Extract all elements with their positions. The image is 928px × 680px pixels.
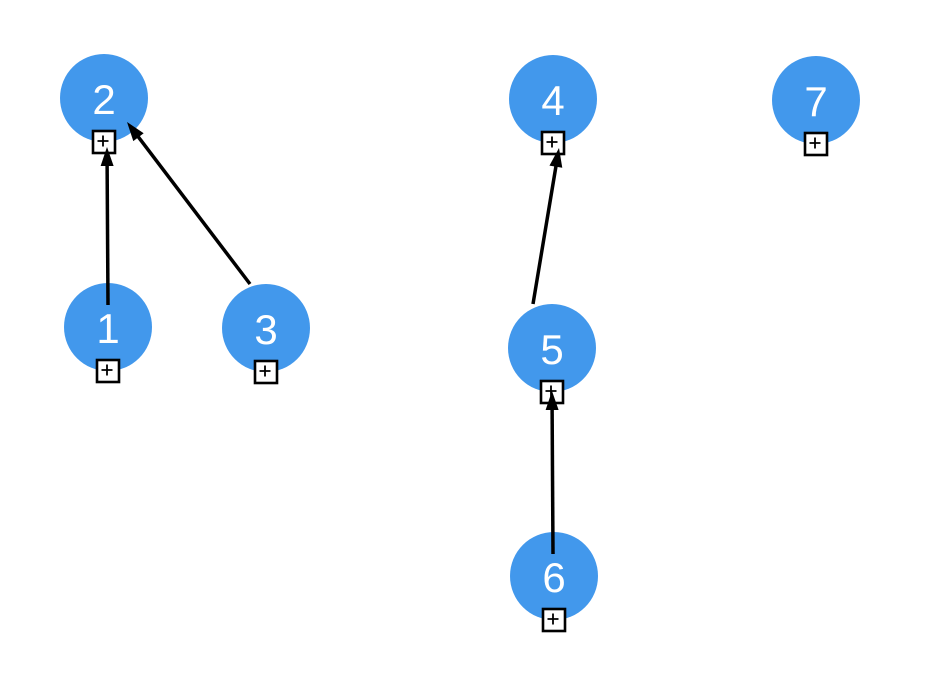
plus-icon (97, 135, 109, 147)
graph-node-3[interactable]: 3 (222, 284, 310, 385)
expand-button-box[interactable] (540, 130, 566, 156)
nodes-layer: 1 2 3 4 5 6 7 (60, 54, 860, 633)
expand-button-node-7[interactable] (803, 131, 829, 157)
graph-node-5[interactable]: 5 (508, 304, 596, 405)
node-circle[interactable] (222, 284, 310, 372)
arrowhead-icon (127, 122, 144, 142)
expand-button-box[interactable] (253, 359, 279, 385)
node-circle[interactable] (772, 56, 860, 144)
node-label: 1 (96, 305, 119, 352)
node-circle[interactable] (60, 54, 148, 142)
graph-node-6[interactable]: 6 (510, 532, 598, 633)
arrowhead-icon (549, 148, 563, 168)
plus-icon (259, 365, 271, 377)
edge-line (134, 132, 252, 286)
node-circle[interactable] (509, 55, 597, 143)
node-label: 3 (254, 306, 277, 353)
graph-edge-3-to-2 (127, 122, 252, 286)
graph-edge-6-to-5 (545, 391, 559, 555)
arrowhead-icon (545, 391, 559, 411)
node-circle[interactable] (64, 283, 152, 371)
graph-node-2[interactable]: 2 (60, 54, 148, 155)
expand-button-node-4[interactable] (540, 130, 566, 156)
expand-button-box[interactable] (91, 129, 117, 155)
graph-node-4[interactable]: 4 (509, 55, 597, 156)
graph-node-1[interactable]: 1 (64, 283, 152, 384)
expand-button-node-1[interactable] (95, 358, 121, 384)
node-label: 2 (92, 76, 115, 123)
plus-icon (809, 137, 821, 149)
edge-line (550, 405, 555, 555)
node-label: 5 (540, 326, 563, 373)
plus-icon (101, 364, 113, 376)
edge-line (105, 161, 110, 306)
node-label: 7 (804, 78, 827, 125)
expand-button-box[interactable] (541, 607, 567, 633)
graph-node-7[interactable]: 7 (772, 56, 860, 157)
expand-button-node-2[interactable] (91, 129, 117, 155)
node-label: 6 (542, 554, 565, 601)
graph-edge-1-to-2 (100, 147, 114, 306)
expand-button-box[interactable] (803, 131, 829, 157)
expand-button-box[interactable] (95, 358, 121, 384)
plus-icon (547, 613, 559, 625)
arrowhead-icon (100, 147, 114, 167)
expand-button-node-6[interactable] (541, 607, 567, 633)
edges-layer (100, 122, 563, 555)
graph-edge-5-to-4 (531, 148, 563, 305)
edge-line (531, 162, 559, 305)
node-circle[interactable] (508, 304, 596, 392)
expand-button-node-3[interactable] (253, 359, 279, 385)
plus-icon (546, 136, 558, 148)
node-label: 4 (541, 77, 564, 124)
node-circle[interactable] (510, 532, 598, 620)
